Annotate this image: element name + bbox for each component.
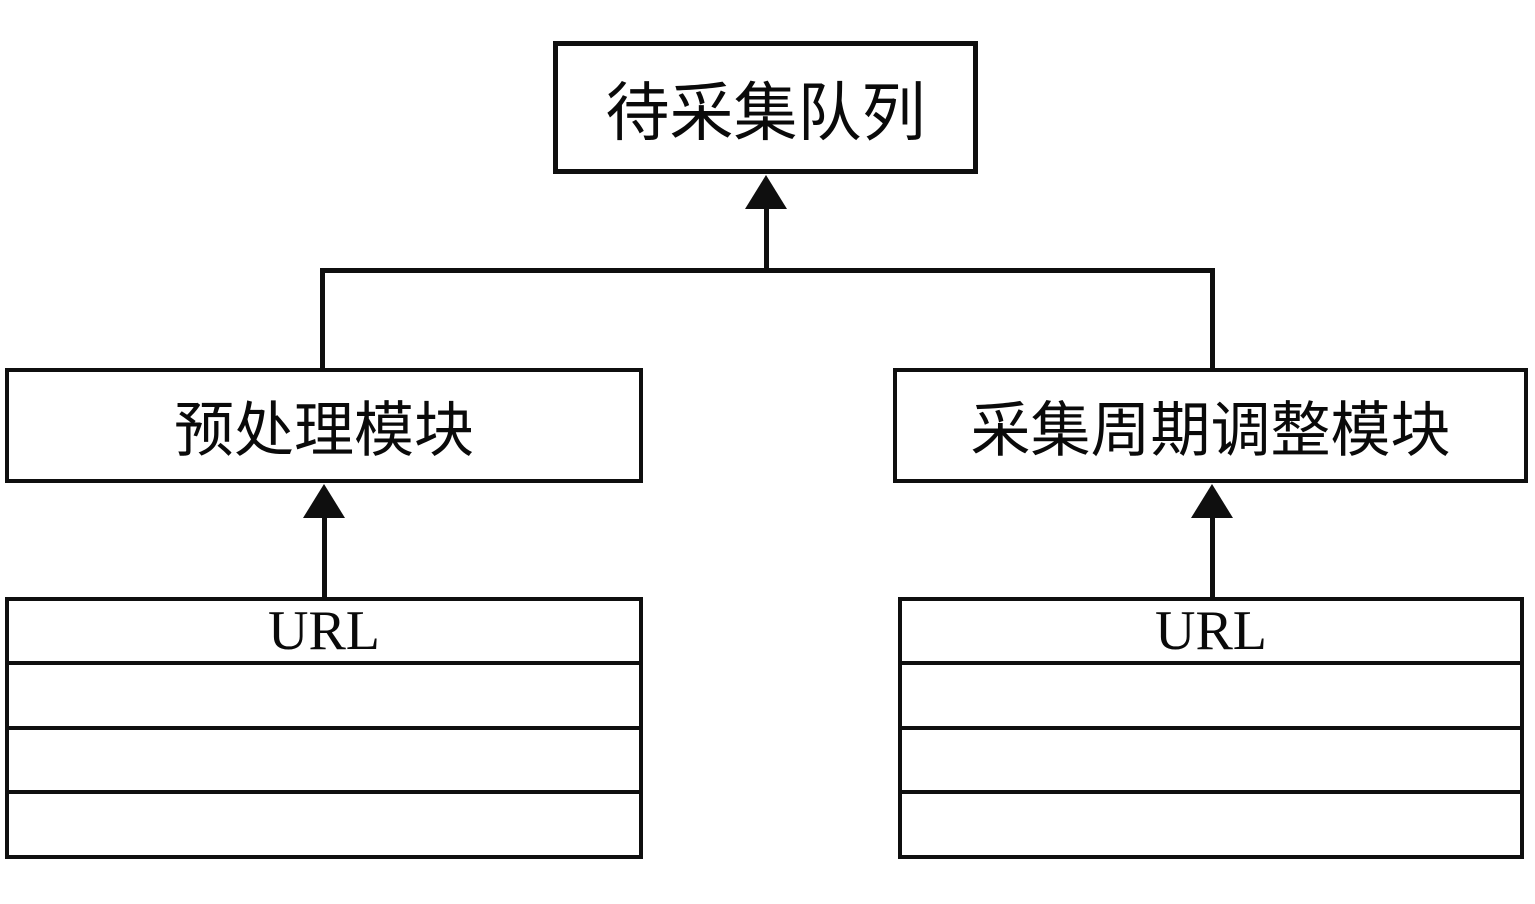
arrow-shaft-to-queue <box>764 203 769 273</box>
table-empty-row <box>9 665 639 730</box>
table-empty-row <box>9 730 639 795</box>
right-url-table-header-label: URL <box>1155 600 1267 662</box>
table-empty-row <box>902 730 1520 795</box>
table-empty-row <box>902 794 1520 855</box>
cycle-adjust-module-label: 采集周期调整模块 <box>970 398 1451 464</box>
right-url-table-header: URL <box>902 600 1520 665</box>
preprocess-module-label: 预处理模块 <box>174 398 474 464</box>
table-empty-row <box>9 794 639 855</box>
horizontal-connector-line <box>320 268 1215 273</box>
cycle-adjust-module-node: 采集周期调整模块 <box>893 368 1528 483</box>
right-url-table: URL <box>898 597 1524 859</box>
preprocess-module-node: 预处理模块 <box>5 368 643 483</box>
left-url-table: URL <box>5 597 643 859</box>
left-url-table-header-label: URL <box>268 600 380 662</box>
queue-node-label: 待采集队列 <box>605 77 926 149</box>
left-url-table-header: URL <box>9 600 639 665</box>
queue-node: 待采集队列 <box>553 41 978 174</box>
table-empty-row <box>902 665 1520 730</box>
arrow-shaft-to-left-module <box>322 512 327 597</box>
left-branch-line <box>320 268 325 372</box>
right-branch-line <box>1210 268 1215 372</box>
arrow-shaft-to-right-module <box>1210 512 1215 597</box>
